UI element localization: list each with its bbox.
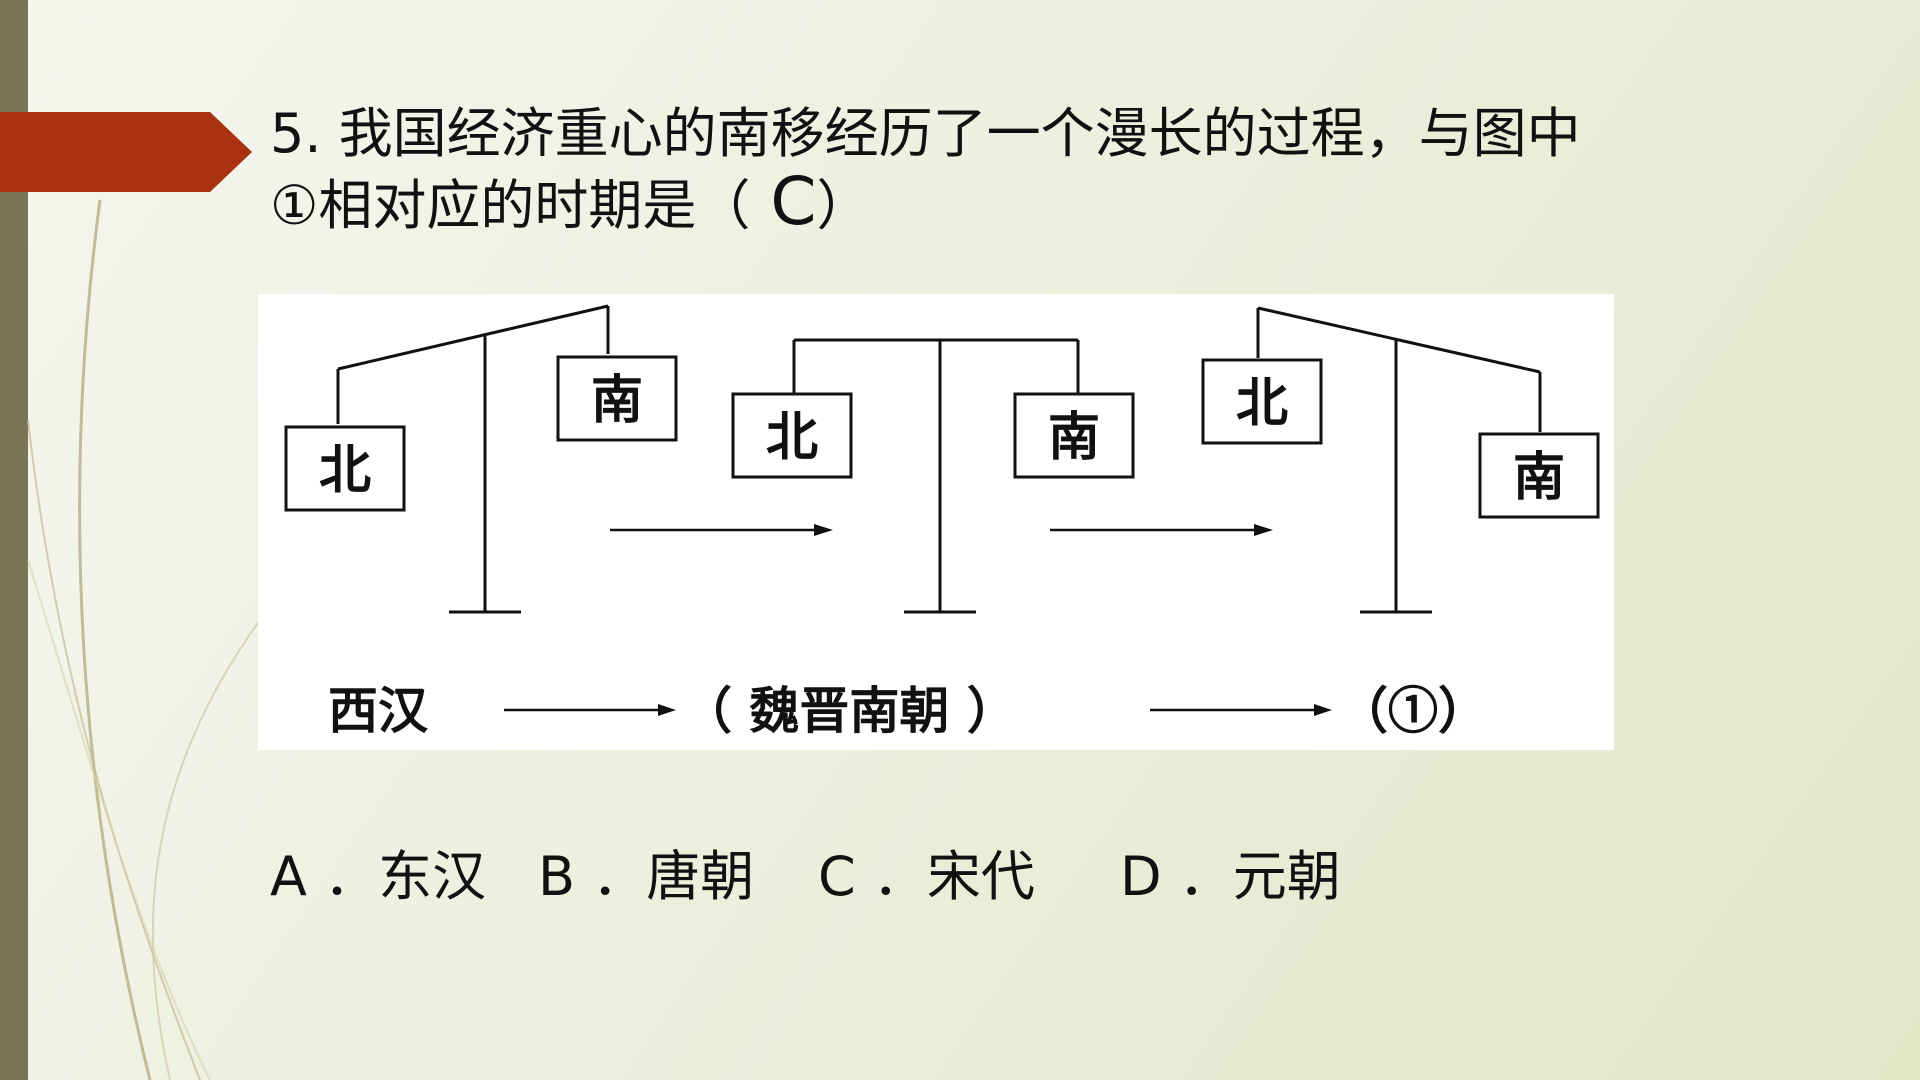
box-label-north-2: 北 [766, 407, 818, 468]
answer-options: A ．东汉 B ．唐朝 C ．宋代 D ．元朝 [270, 832, 1570, 908]
box-label-south-1: 南 [591, 370, 643, 431]
option-d[interactable]: D ．元朝 [1120, 832, 1341, 911]
question-close: ） [816, 174, 871, 237]
timeline-label-wei-jin: （ 魏晋南朝 ） [682, 681, 1017, 740]
box-label-south-3: 南 [1513, 447, 1565, 508]
option-a[interactable]: A ．东汉 [270, 832, 486, 911]
option-b-text: ．唐朝 [592, 845, 755, 908]
option-a-letter: A [270, 845, 307, 908]
answer-letter: C [770, 163, 817, 240]
box-label-north-1: 北 [319, 440, 371, 501]
question-line-2: ①相对应的时期是（C） [270, 168, 1670, 240]
balance-diagram: 北 南 北 南 北 南 西汉 （ 魏晋南朝 ） （①） [258, 294, 1614, 750]
option-a-text: ．东汉 [324, 845, 487, 908]
question-stem: ①相对应的时期是（ [270, 174, 751, 237]
option-c-letter: C [818, 845, 856, 908]
balance-diagram-svg: 北 南 北 南 北 南 西汉 （ 魏晋南朝 ） （①） [284, 304, 1600, 740]
accent-arrow [0, 112, 252, 192]
option-b[interactable]: B ．唐朝 [538, 832, 754, 911]
option-c-text: ．宋代 [872, 845, 1035, 908]
option-b-letter: B [538, 845, 576, 908]
question-line-1: 5. 我国经济重心的南移经历了一个漫长的过程，与图中 [270, 102, 1581, 165]
timeline-label-circle-1: （①） [1338, 681, 1488, 740]
question-text: 5. 我国经济重心的南移经历了一个漫长的过程，与图中 ①相对应的时期是（C） [270, 100, 1670, 240]
option-d-text: ．元朝 [1178, 845, 1341, 908]
decorative-swoosh [27, 199, 261, 1080]
option-c[interactable]: C ．宋代 [818, 832, 1035, 911]
box-label-south-2: 南 [1048, 407, 1100, 468]
timeline-label-western-han: 西汉 [328, 681, 429, 740]
option-d-letter: D [1120, 845, 1162, 908]
box-label-north-3: 北 [1236, 373, 1288, 434]
